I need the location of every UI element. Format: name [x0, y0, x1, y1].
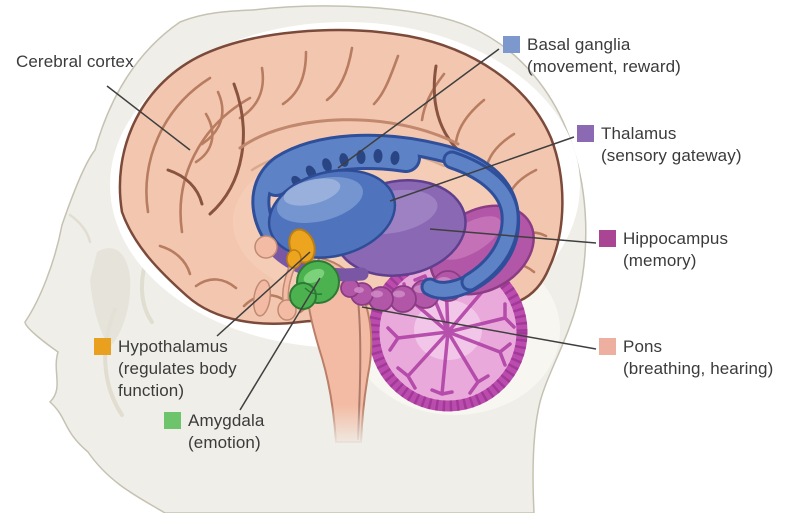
pons-swatch: [599, 338, 616, 355]
brainstem-pons-shape: [305, 256, 373, 447]
hypothalamus-sublabel: (regulates body function): [118, 359, 237, 400]
label-hippocampus: Hippocampus (memory): [599, 228, 728, 272]
label-basal-ganglia: Basal ganglia (movement, reward): [503, 34, 681, 78]
leader-lines: [106, 48, 597, 411]
basal-ganglia-sublabel: (movement, reward): [527, 57, 681, 76]
basal-ganglia-leader-line: [337, 48, 500, 169]
optic-area: [254, 235, 278, 259]
amygdala-leader-line: [239, 277, 321, 411]
amygdala-swatch: [164, 412, 181, 429]
temple-shade: [90, 248, 131, 347]
label-pons: Pons (breathing, hearing): [599, 336, 773, 380]
thalamus-sublabel: (sensory gateway): [601, 146, 742, 165]
basal-ganglia-label: Basal ganglia: [527, 35, 631, 54]
pons-sublabel: (breathing, hearing): [623, 359, 774, 378]
cerebral-cortex-leader-line: [106, 85, 191, 151]
pons-leader-line: [361, 306, 597, 350]
temporal-stalk: [252, 279, 272, 317]
cerebellum-shape: [368, 252, 528, 412]
hypothalamus-swatch: [94, 338, 111, 355]
label-cerebral-cortex: Cerebral cortex: [16, 51, 134, 73]
label-amygdala: Amygdala (emotion): [164, 410, 264, 454]
thalamus-label: Thalamus: [601, 124, 677, 143]
cingulate-gyrus: [238, 118, 460, 150]
hippocampus-leader-line: [429, 228, 597, 244]
amygdala-label: Amygdala: [188, 411, 265, 430]
hippocampus-label: Hippocampus: [623, 229, 729, 248]
thalamus-swatch: [577, 125, 594, 142]
hippocampus-swatch: [599, 230, 616, 247]
thalamus-leader-line: [389, 136, 575, 202]
hippocampus-sublabel: (memory): [623, 251, 697, 270]
amygdala-sublabel: (emotion): [188, 433, 261, 452]
cerebral-cortex-label: Cerebral cortex: [16, 52, 134, 71]
fornix-loop-front: [442, 150, 520, 292]
hypothalamus-leader-line: [216, 251, 311, 337]
label-hypothalamus: Hypothalamus (regulates body function): [94, 336, 256, 402]
label-thalamus: Thalamus (sensory gateway): [577, 123, 742, 167]
amygdala-shape: [289, 260, 340, 310]
hypothalamus-label: Hypothalamus: [118, 337, 228, 356]
pons-label: Pons: [623, 337, 663, 356]
basal-ganglia-swatch: [503, 36, 520, 53]
